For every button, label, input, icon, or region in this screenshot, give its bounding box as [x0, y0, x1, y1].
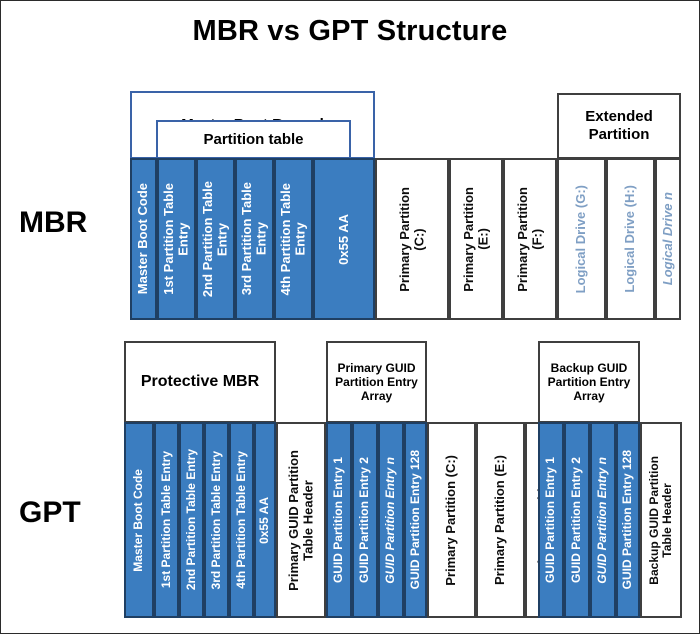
mbr-cell-primary-partition-f[interactable]: Primary Partition (F:) [503, 158, 557, 320]
gpt-cell-partition-table-entry-1[interactable]: 1st Partition Table Entry [154, 422, 179, 618]
mbr-cell-partition-table-entry-2[interactable]: 2nd Partition Table Entry [196, 158, 235, 320]
page-title: MBR vs GPT Structure [192, 15, 508, 47]
gpt-cell-partition-table-entry-4[interactable]: 4th Partition Table Entry [229, 422, 254, 618]
mbr-cell-primary-partition-e[interactable]: Primary Partition (E:) [449, 158, 503, 320]
gpt-cell-backup-guid-partition-entry-1[interactable]: GUID Partition Entry 1 [538, 422, 564, 618]
mbr-cell-boot-signature[interactable]: 0x55 AA [313, 158, 375, 320]
mbr-cell-partition-table-entry-4[interactable]: 4th Partition Table Entry [274, 158, 313, 320]
group-partition-table: Partition table [156, 120, 351, 159]
gpt-cell-partition-table-entry-3[interactable]: 3rd Partition Table Entry [204, 422, 229, 618]
mbr-cell-logical-drive-n[interactable]: Logical Drive n [655, 158, 681, 320]
mbr-cell-logical-drive-g[interactable]: Logical Drive (G:) [557, 158, 606, 320]
mbr-cell-primary-partition-c[interactable]: Primary Partition (C:) [375, 158, 449, 320]
mbr-cell-partition-table-entry-1[interactable]: 1st Partition Table Entry [157, 158, 196, 320]
gpt-cell-guid-partition-entry-2[interactable]: GUID Partition Entry 2 [352, 422, 378, 618]
gpt-cell-primary-partition-e[interactable]: Primary Partition (E:) [476, 422, 525, 618]
gpt-cell-backup-guid-partition-entry-2[interactable]: GUID Partition Entry 2 [564, 422, 590, 618]
group-protective-mbr: Protective MBR [124, 341, 276, 423]
gpt-cell-backup-guid-partition-entry-n[interactable]: GUID Partition Entry n [590, 422, 616, 618]
gpt-cell-master-boot-code[interactable]: Master Boot Code [124, 422, 154, 618]
gpt-cell-backup-guid-partition-entry-128[interactable]: GUID Partition Entry 128 [616, 422, 640, 618]
gpt-cell-boot-signature[interactable]: 0x55 AA [254, 422, 276, 618]
group-extended-partition: Extended Partition [557, 93, 681, 159]
gpt-cell-primary-partition-c[interactable]: Primary Partition (C:) [427, 422, 476, 618]
gpt-cell-primary-guid-partition-table-header[interactable]: Primary GUID Partition Table Header [276, 422, 326, 618]
gpt-cell-guid-partition-entry-128[interactable]: GUID Partition Entry 128 [404, 422, 427, 618]
mbr-cell-master-boot-code[interactable]: Master Boot Code [130, 158, 157, 320]
gpt-cell-guid-partition-entry-1[interactable]: GUID Partition Entry 1 [326, 422, 352, 618]
group-backup-guid-partition-entry-array: Backup GUID Partition Entry Array [538, 341, 640, 423]
row-label-mbr: MBR [19, 206, 88, 239]
gpt-cell-guid-partition-entry-n[interactable]: GUID Partition Entry n [378, 422, 404, 618]
mbr-cell-partition-table-entry-3[interactable]: 3rd Partition Table Entry [235, 158, 274, 320]
gpt-cell-partition-table-entry-2[interactable]: 2nd Partition Table Entry [179, 422, 204, 618]
row-label-gpt: GPT [19, 496, 81, 529]
mbr-cell-logical-drive-h[interactable]: Logical Drive (H:) [606, 158, 655, 320]
gpt-cell-backup-guid-partition-table-header[interactable]: Backup GUID Partition Table Header [640, 422, 682, 618]
group-primary-guid-partition-entry-array: Primary GUID Partition Entry Array [326, 341, 427, 423]
